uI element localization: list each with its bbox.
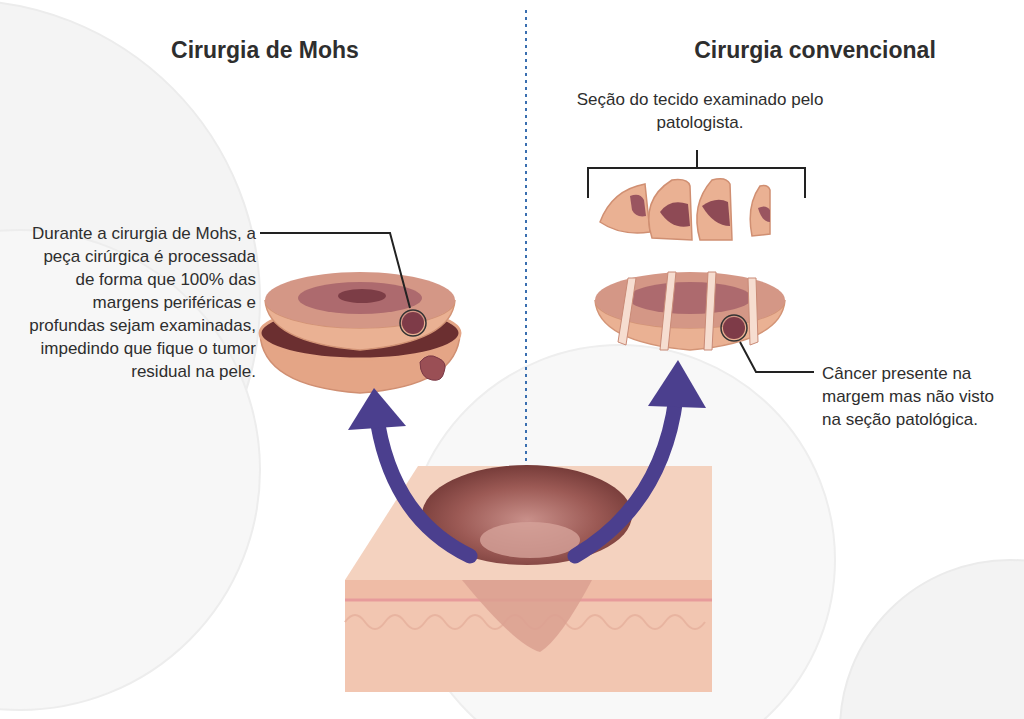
cut-slit bbox=[660, 272, 676, 350]
callout-note: Câncer presente na margem mas não visto … bbox=[822, 362, 1014, 431]
leader-line bbox=[740, 342, 814, 372]
cut-slit bbox=[618, 278, 636, 345]
callout-note: Durante a cirurgia de Mohs, a peça cirúr… bbox=[22, 222, 256, 383]
background-circle bbox=[840, 560, 1024, 719]
tissue-slices bbox=[600, 179, 770, 240]
section-heading: Cirurgia convencional bbox=[655, 36, 975, 64]
tumor-spot bbox=[402, 312, 424, 334]
tumor-mass bbox=[628, 282, 752, 314]
highlight-ring bbox=[400, 310, 426, 336]
mohs-specimen bbox=[260, 272, 460, 393]
excision-cone bbox=[462, 580, 592, 652]
bracket bbox=[588, 150, 805, 198]
tissue-slice bbox=[697, 179, 732, 240]
section-heading: Cirurgia de Mohs bbox=[140, 36, 390, 64]
tissue-slice-tumor bbox=[630, 195, 646, 217]
conventional-specimen bbox=[595, 272, 785, 350]
tissue-slice-tumor bbox=[758, 206, 770, 222]
tumor-spot bbox=[723, 317, 745, 339]
tissue-slice-tumor bbox=[660, 202, 690, 227]
tissue-slice bbox=[600, 184, 650, 233]
tumor-residue bbox=[420, 356, 445, 381]
arrow-shaft bbox=[378, 425, 470, 556]
cut-slit bbox=[704, 272, 716, 350]
highlight-ring bbox=[721, 315, 747, 341]
leader-line bbox=[260, 233, 410, 308]
skin-front bbox=[345, 580, 712, 692]
arrow-head bbox=[648, 360, 706, 408]
cut-slit bbox=[748, 278, 758, 345]
arrow-head bbox=[348, 388, 406, 430]
tissue-slice bbox=[750, 186, 770, 237]
bracket-note: Seção do tecido examinado pelo patologis… bbox=[555, 88, 845, 134]
tissue-slice-tumor bbox=[702, 200, 730, 226]
crater-floor bbox=[480, 522, 580, 558]
tumor-core bbox=[338, 289, 386, 303]
specimen-upper-top bbox=[265, 272, 455, 328]
arrow-shaft bbox=[575, 398, 676, 556]
process-arrows bbox=[348, 360, 706, 556]
tissue-slice bbox=[649, 180, 692, 240]
